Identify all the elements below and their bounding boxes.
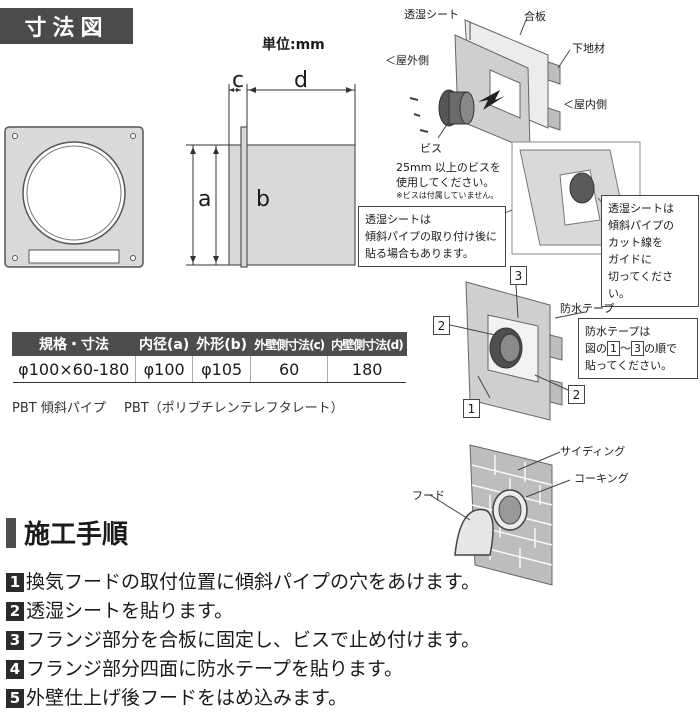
label-siding: サイディング <box>560 445 626 458</box>
cut-note-line: カット線を <box>608 236 663 249</box>
material-note: PBT 傾斜パイプ PBT（ポリブチレンテレフタレート） <box>12 397 358 416</box>
sheet-note-line: 貼る場合もあります。 <box>365 247 474 260</box>
install-diagram-siding <box>429 444 571 586</box>
procedure-title-bar <box>6 517 16 548</box>
sheet-note-line: 透湿シートは <box>365 213 431 226</box>
step-text: フランジ部分を合板に固定し、ビスで止め付けます。 <box>26 629 481 651</box>
label-base-material: 下地材 <box>572 42 605 55</box>
cut-note-line: 切ってください。 <box>608 270 674 300</box>
step-text: 換気フードの取付位置に傾斜パイプの穴をあけます。 <box>26 571 481 593</box>
spec-cell: 180 <box>327 355 407 383</box>
spec-header: 内壁側寸法(d) <box>327 332 407 356</box>
step-number: 2 <box>6 602 24 621</box>
install-diagram-sheet <box>409 19 561 151</box>
material-pipe: PBT 傾斜パイプ <box>12 401 106 416</box>
tape-order-number-3: 3 <box>510 266 527 285</box>
step-text: フランジ部分四面に防水テープを貼ります。 <box>26 658 403 680</box>
spec-table: 規格・寸法 内径(a) 外形(b) 外壁側寸法(c) 内壁側寸法(d) φ100… <box>12 332 407 383</box>
label-screw-note-3: ※ビスは付属していません。 <box>396 191 499 200</box>
label-indoor: ＜屋内側 <box>563 98 607 111</box>
tape-order-number-2: 2 <box>433 316 450 335</box>
label-screw-note-1: 25mm 以上のビスを <box>396 161 501 174</box>
label-screw-note-2: 使用してください。 <box>396 176 495 189</box>
sheet-note-box: 透湿シートは 傾斜パイプの取り付け後に 貼る場合もあります。 <box>358 206 506 267</box>
tape-note-line: 貼ってください。 <box>585 359 673 372</box>
step-number: 4 <box>6 660 24 679</box>
flange-front-view <box>4 126 144 268</box>
unit-label: 単位:mm <box>262 37 325 53</box>
label-plywood: 合板 <box>524 10 546 23</box>
spec-cell: φ100×60-180 <box>12 355 136 383</box>
material-pbt: PBT（ポリブチレンテレフタレート） <box>123 401 344 416</box>
leader-lines <box>437 19 571 139</box>
procedure-title: 施工手順 <box>6 514 128 551</box>
cut-note-box: 透湿シートは 傾斜パイプの カット線を ガイドに 切ってください。 <box>601 195 699 307</box>
spec-header: 規格・寸法 <box>12 332 136 356</box>
label-caulking: コーキング <box>574 472 629 485</box>
spec-cell: 60 <box>250 355 328 383</box>
install-diagram-tape <box>449 281 586 421</box>
label-hood: フード <box>412 489 445 502</box>
spec-header: 外壁側寸法(c) <box>250 332 329 356</box>
dim-a-label: a <box>198 187 212 212</box>
spec-header: 内径(a) <box>134 332 194 356</box>
spec-header: 外形(b) <box>192 332 252 356</box>
label-waterproof-tape: 防水テープ <box>560 302 615 315</box>
cut-note-line: ガイドに <box>608 253 652 266</box>
sheet-note-line: 傾斜パイプの取り付け後に <box>365 230 497 243</box>
step-number: 3 <box>6 631 24 650</box>
pipe-side-view <box>186 84 356 268</box>
label-moisture-sheet: 透湿シート <box>404 8 459 21</box>
spec-cell: φ100 <box>134 355 193 383</box>
tape-order-number-1: 1 <box>463 399 480 418</box>
label-outdoor: ＜屋外側 <box>385 54 429 67</box>
table-row: φ100×60-180 φ100 φ105 60 180 <box>12 355 407 383</box>
step-number: 5 <box>6 689 24 708</box>
step-text: 外壁仕上げ後フードをはめ込みます。 <box>26 687 348 709</box>
cut-note-line: 透湿シートは <box>608 202 674 215</box>
dim-c-label: c <box>232 68 245 93</box>
tape-order-number-2b: 2 <box>568 385 585 404</box>
step-number: 1 <box>6 573 24 592</box>
tape-note-line: 防水テープは <box>585 325 651 338</box>
spec-table-header: 規格・寸法 内径(a) 外形(b) 外壁側寸法(c) 内壁側寸法(d) <box>12 332 407 356</box>
spec-cell: φ105 <box>192 355 251 383</box>
dim-b-label: b <box>256 187 270 212</box>
dim-d-label: d <box>294 68 308 93</box>
label-screw: ビス <box>420 142 442 155</box>
step-text: 透湿シートを貼ります。 <box>26 600 234 622</box>
section-title: 寸法図 <box>0 8 133 44</box>
cut-note-line: 傾斜パイプの <box>608 219 674 232</box>
procedure-title-text: 施工手順 <box>24 520 129 550</box>
